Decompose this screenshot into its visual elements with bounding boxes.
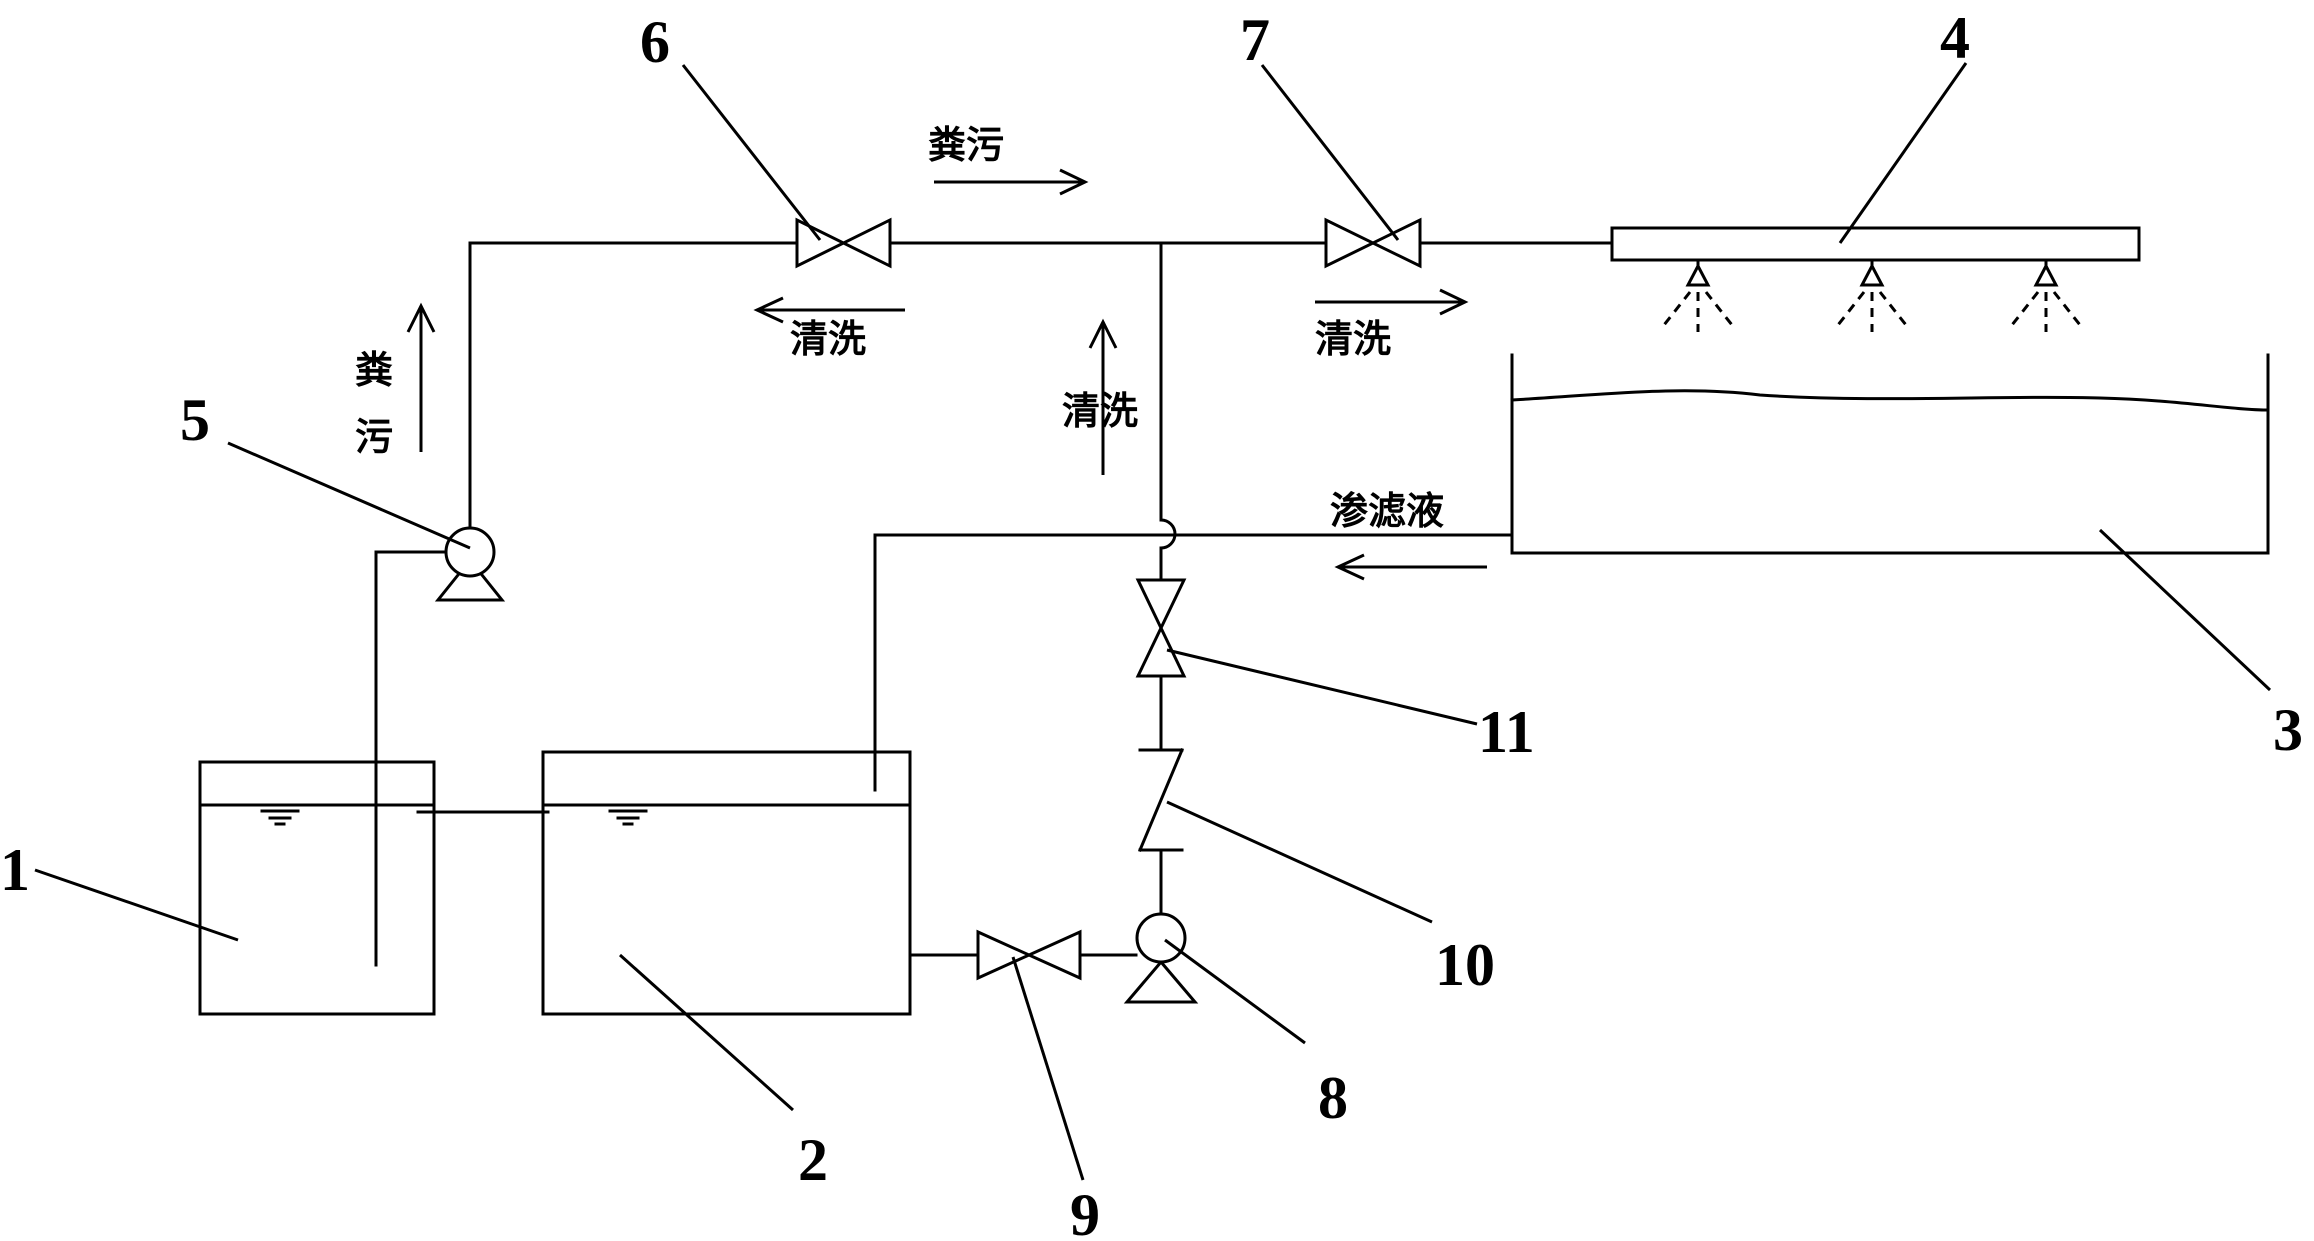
spray-nozzle-icon (1836, 258, 1908, 332)
label-5: 5 (180, 387, 210, 453)
sewage-label-vertical-2: 污 (355, 415, 393, 459)
flow-arrows (406, 168, 1487, 581)
piping (374, 241, 1614, 957)
valve-11 (1135, 578, 1187, 678)
spray-nozzle-icon (1662, 258, 1734, 332)
sewage-label-vertical-1: 粪 (355, 348, 393, 392)
wash-label-right: 清洗 (1315, 317, 1391, 361)
wash-label-vertical: 清洗 (1062, 389, 1138, 433)
valve-7 (1324, 217, 1422, 269)
pump-5 (434, 526, 506, 602)
pump-8 (1123, 912, 1199, 1004)
tank-2 (541, 533, 912, 1016)
check-valve-10 (1138, 748, 1184, 852)
leachate-label: 渗滤液 (1330, 489, 1444, 533)
spray-nozzle-icon (2010, 258, 2082, 332)
label-2: 2 (798, 1127, 828, 1193)
water-level-icon (608, 809, 648, 826)
label-3: 3 (2273, 697, 2303, 763)
label-6: 6 (640, 9, 670, 75)
leachate-tank-3 (1510, 353, 2270, 555)
label-8: 8 (1318, 1065, 1348, 1131)
valve-6 (795, 217, 892, 269)
sewage-label-top: 粪污 (928, 123, 1004, 167)
valve-9 (976, 929, 1082, 981)
label-1: 1 (0, 837, 30, 903)
spray-bar-4 (1610, 226, 2141, 332)
label-4: 4 (1940, 5, 1970, 71)
label-7: 7 (1240, 7, 1270, 73)
tank-1 (198, 550, 436, 1016)
wash-label-left: 清洗 (790, 317, 866, 361)
water-level-icon (260, 809, 300, 826)
leader-lines (34, 62, 2272, 1181)
label-9: 9 (1070, 1182, 1100, 1241)
label-11: 11 (1478, 699, 1535, 765)
label-10: 10 (1435, 932, 1495, 998)
